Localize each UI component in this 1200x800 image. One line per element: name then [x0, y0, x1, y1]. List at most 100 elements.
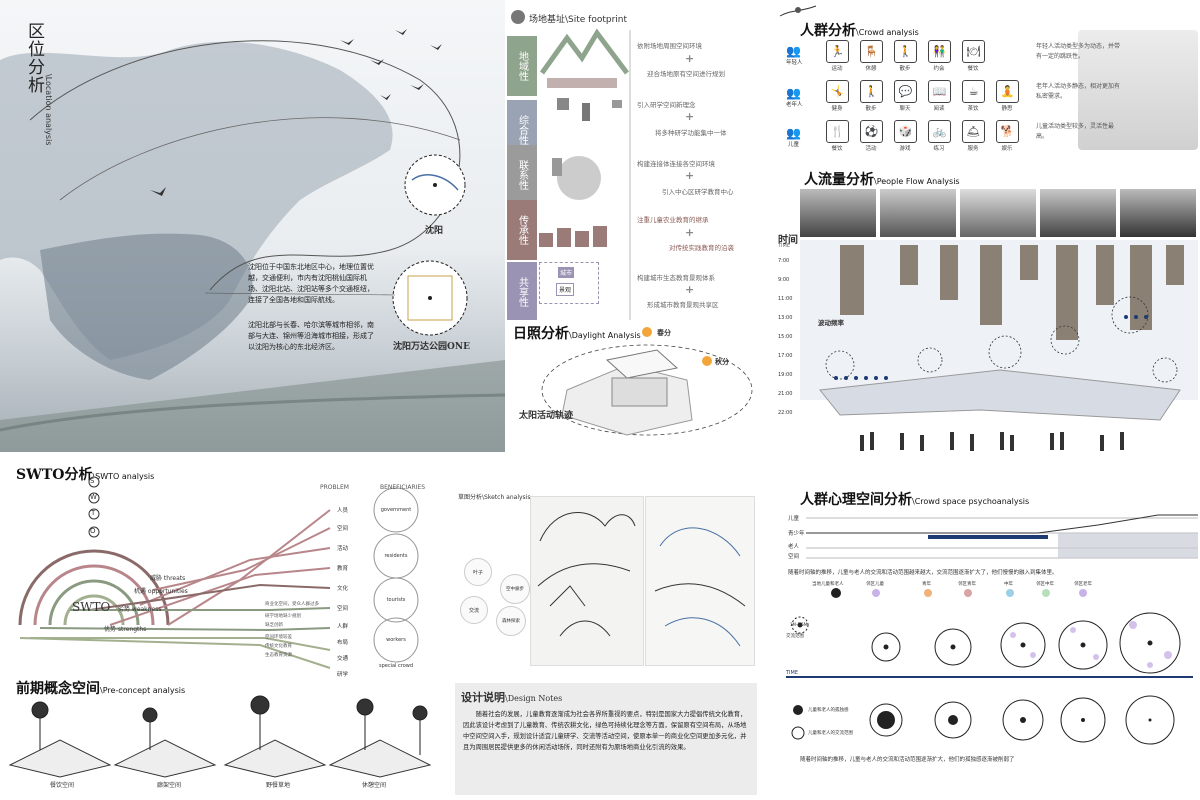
- legend-loneliness: 儿童和老人的孤独感: [808, 708, 849, 713]
- wave-label: 波动频率: [818, 319, 844, 327]
- preconcept-sketches: [8, 695, 432, 778]
- run-icon: 🏃: [826, 40, 849, 63]
- item-old-3: 聊天: [899, 106, 911, 112]
- beneficiary-4: workers: [386, 637, 406, 643]
- swto-title: SWTO分析\SWTO analysis: [16, 464, 154, 484]
- problem-9: 交通: [337, 656, 349, 662]
- time-tick-9: 22:00: [778, 410, 793, 416]
- notes-panel: 设计说明\Design Notes 随着社会的发展，儿童教育逐渐成为社会各界所重…: [455, 683, 757, 795]
- time-tick-5: 15:00: [778, 334, 793, 340]
- time-tick-6: 17:00: [778, 353, 793, 359]
- item-young-1: 运动: [831, 66, 843, 72]
- daylight-title-cn: 日照分析: [513, 326, 569, 342]
- notes-title-cn: 设计说明: [461, 691, 505, 704]
- swto-note-2: 研学场地缺少规划: [265, 614, 301, 619]
- city-view-box: 城市 景观: [539, 262, 599, 304]
- city-box-label: 城市: [558, 267, 575, 278]
- spring-label: 春分: [657, 329, 671, 337]
- psy-panel: 人群心理空间分析\Crowd space psychoanalysis: [778, 485, 1200, 800]
- footprint-row-label-1: 地域性: [507, 36, 537, 96]
- rest-icon: 🪑: [860, 40, 883, 63]
- daylight-panel: 日照分析\Daylight Analysis 春分 秋分 太阳活动轨迹: [507, 320, 772, 450]
- footprint-text-5b: 形成城市教育景观共享区: [647, 301, 719, 309]
- range-value: 1M-1.5M: [790, 622, 808, 627]
- crowd-panel: 人群分析\Crowd analysis 👥 年轻人 🏃 🪑 🚶 👫 🍽 运动 休…: [778, 0, 1200, 160]
- meditate-icon: 🧘: [996, 80, 1019, 103]
- item-old-5: 茶饮: [967, 106, 979, 112]
- psy-row-child: 儿童: [788, 516, 800, 522]
- daylight-title-en: \Daylight Analysis: [569, 331, 641, 340]
- group-old: 老年人: [786, 102, 803, 108]
- problem-3: 活动: [337, 546, 349, 552]
- beneficiary-2: residents: [384, 553, 408, 559]
- weakness-label: 劣势 weakness: [118, 606, 162, 613]
- threats-label: 威胁 threats: [150, 575, 186, 582]
- item-old-2: 散步: [865, 106, 877, 112]
- time-tick-4: 13:00: [778, 315, 793, 321]
- time-tick-1: 7:00: [778, 258, 790, 264]
- footprint-text-4a: 注重儿童农业教育的继承: [637, 216, 709, 224]
- psy-title-cn: 人群心理空间分析: [800, 492, 912, 508]
- problem-4: 教育: [337, 566, 349, 572]
- group-child: 儿童: [788, 142, 800, 148]
- flow-panel: 人流量分析\People Flow Analysis 时间 TIME 7:00 …: [778, 165, 1200, 455]
- sketch-page-2: [645, 496, 755, 666]
- autumn-label: 秋分: [715, 358, 729, 366]
- beneficiary-1: government: [380, 507, 412, 513]
- swto-note-1: 商业化空间，受众人群过多: [265, 602, 319, 607]
- sketch-lines: [537, 512, 746, 647]
- flow-title-en: \People Flow Analysis: [874, 177, 960, 186]
- daylight-title: 日照分析\Daylight Analysis: [513, 323, 641, 343]
- psy-label-1: 当地儿童和老人: [812, 582, 844, 587]
- flow-photo-4: [1040, 189, 1116, 237]
- location-map: [0, 29, 505, 452]
- strengths-label: 优势 strengths: [104, 626, 147, 633]
- opportunities-label: 机遇 opportunities: [134, 588, 188, 595]
- beneficiary-3: tourists: [386, 597, 406, 603]
- fun-icon: 🐕: [996, 120, 1019, 143]
- time-tick-3: 11:00: [778, 296, 793, 302]
- swto-letter-o: O: [90, 527, 96, 535]
- sun-track-label: 太阳活动轨迹: [519, 411, 574, 421]
- bubble-skywalk: 空中廊步: [500, 574, 530, 604]
- practice-icon: 🚲: [928, 120, 951, 143]
- preconcept-label-1: 餐饮空间: [50, 782, 75, 789]
- psy-label-2: 邻区儿童: [866, 582, 884, 587]
- psy-title-en: \Crowd space psychoanalysis: [912, 497, 1030, 506]
- sketch-panel: 草图分析\Sketch analysis 叶子 空中廊步 交流 森林探索: [452, 480, 757, 670]
- notes-body: 随着社会的发展，儿童教育逐渐成为社会各界所重视的要点，特别是国家大力提倡传统文化…: [463, 711, 747, 751]
- preconcept-label-4: 休憩空间: [362, 782, 387, 789]
- problem-10: 研学: [337, 672, 349, 678]
- preconcept-title: 前期概念空间\Pre-concept analysis: [16, 678, 185, 698]
- footprint-text-1b: 迎合场地原有空间进行规划: [647, 70, 725, 78]
- psy-title: 人群心理空间分析\Crowd space psychoanalysis: [800, 489, 1029, 509]
- footprint-text-5a: 构建城市生态教育景观体系: [637, 274, 715, 282]
- beneficiaries-heading: BENEFICIARIES: [380, 484, 426, 491]
- bubble-forest: 森林探索: [496, 606, 526, 636]
- flow-photo-2: [880, 189, 956, 237]
- psy-caption: 随着时间轴的推移，儿童与老人的交流和活动范围越来越大，交流范围逐渐扩大了，他们慢…: [788, 570, 1058, 576]
- service-icon: 🛎: [962, 120, 985, 143]
- young-desc: 年轻人活动类型多为动态，并带有一定的跳跃性。: [1036, 43, 1121, 60]
- item-child-3: 游戏: [899, 146, 911, 152]
- item-old-4: 阅读: [933, 106, 945, 112]
- psy-label-3: 青年: [922, 582, 931, 587]
- preconcept-label-2: 廊架空间: [157, 782, 182, 789]
- psy-row-elder: 老人: [788, 544, 800, 550]
- sketch-title-en: \Sketch analysis: [482, 494, 531, 501]
- item-young-3: 散步: [899, 66, 911, 72]
- view-box-label: 景观: [556, 283, 575, 296]
- tea-icon: ☕: [962, 80, 985, 103]
- location-title: 区位分析: [24, 22, 44, 94]
- item-child-2: 活动: [865, 146, 877, 152]
- swto-letter-w: W: [90, 493, 97, 501]
- location-panel: 区位分析 \Location analysis 沈阳 沈阳万达公园ONE 沈阳位…: [0, 0, 505, 452]
- psy-caption-2: 随着时间轴的推移，儿童与老人的交流和活动范围逐渐扩大，他们的孤独感逐渐被削弱了: [800, 757, 1015, 763]
- time-tick-2: 9:00: [778, 277, 790, 283]
- location-subtitle: \Location analysis: [44, 74, 53, 146]
- location-pin-icon: [511, 10, 525, 24]
- location-para-2: 沈阳北部与长春、哈尔滨等城市相邻，南部与大连、锦州等沿海城市相接，形成了以沈阳为…: [248, 321, 374, 351]
- problem-5: 文化: [337, 586, 349, 592]
- item-young-5: 餐饮: [967, 66, 979, 72]
- footprint-text-4b: 对传统实践教育的沿袭: [669, 244, 734, 252]
